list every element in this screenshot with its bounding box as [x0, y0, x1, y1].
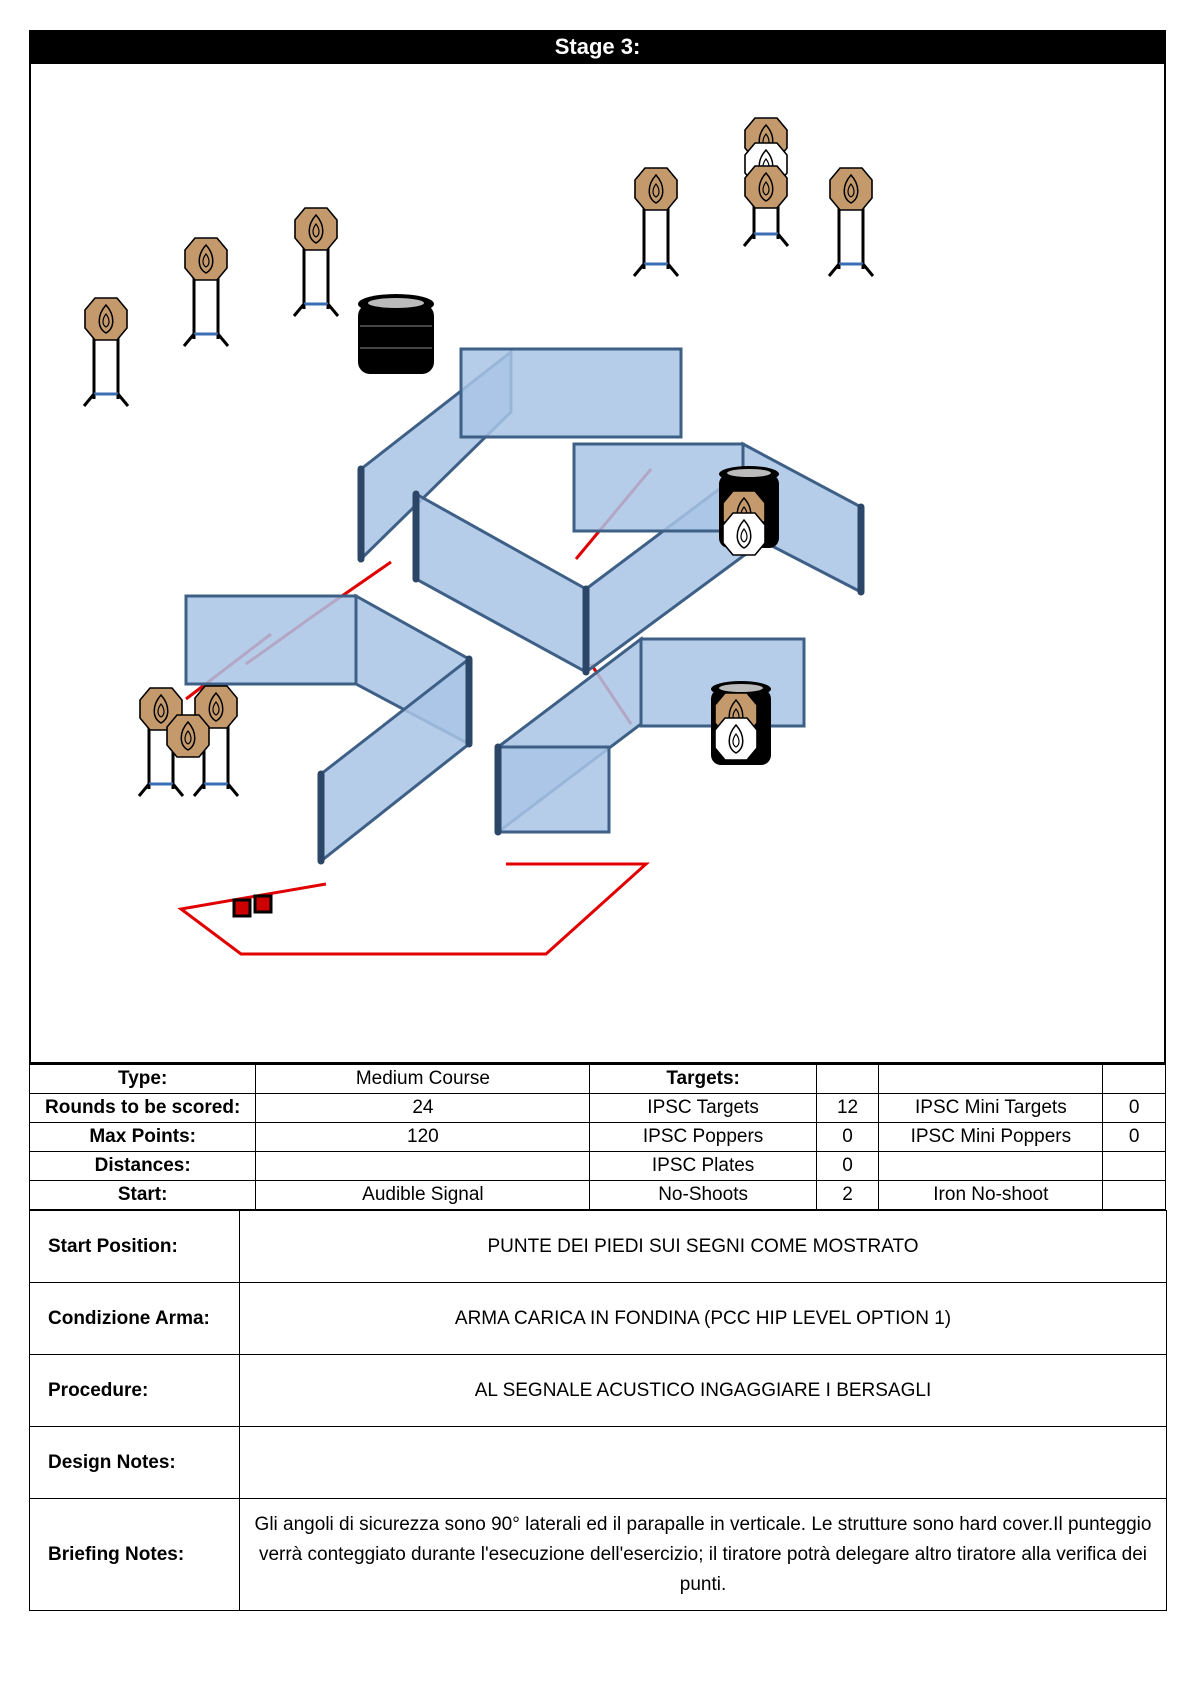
start-label: Start: — [28, 1180, 257, 1210]
condition-value: ARMA CARICA IN FONDINA (PCC HIP LEVEL OP… — [239, 1282, 1167, 1355]
mini-targets-label: IPSC Mini Targets — [878, 1093, 1104, 1123]
iron-noshoot-label: Iron No-shoot — [878, 1180, 1104, 1210]
design-notes-label: Design Notes: — [29, 1426, 240, 1499]
row-max-points: Max Points: 120 IPSC Poppers 0 IPSC Mini… — [28, 1122, 1166, 1152]
wall-edges — [317, 465, 865, 865]
row-start-position: Start Position: PUNTE DEI PIEDI SUI SEGN… — [29, 1210, 1167, 1283]
targets-header: Targets: — [589, 1064, 817, 1094]
row-rounds: Rounds to be scored: 24 IPSC Targets 12 … — [28, 1093, 1166, 1123]
distances-value — [255, 1151, 591, 1181]
no-shoots-label: No-Shoots — [589, 1180, 817, 1210]
row-design-notes: Design Notes: — [29, 1426, 1167, 1499]
walls — [184, 347, 863, 865]
ipsc-targets-count: 12 — [815, 1093, 880, 1123]
design-notes-value — [239, 1426, 1167, 1499]
no-shoots-count: 2 — [815, 1180, 880, 1210]
ipsc-plates-count: 0 — [815, 1151, 880, 1181]
row-briefing-notes: Briefing Notes: Gli angoli di sicurezza … — [29, 1498, 1167, 1611]
ipsc-targets-label: IPSC Targets — [589, 1093, 817, 1123]
rounds-value: 24 — [255, 1093, 591, 1123]
start-foot-marks — [232, 894, 273, 918]
ipsc-poppers-label: IPSC Poppers — [589, 1122, 817, 1152]
target-array-bottom-left — [137, 685, 240, 798]
max-points-label: Max Points: — [28, 1122, 257, 1152]
start-position-label: Start Position: — [29, 1210, 240, 1283]
condition-label: Condizione Arma: — [29, 1282, 240, 1355]
stage-diagram — [29, 64, 1166, 1064]
no-shoot-target-bottom — [714, 717, 758, 761]
mini-poppers-count: 0 — [1102, 1122, 1166, 1152]
max-points-value: 120 — [255, 1122, 591, 1152]
stage-title: Stage 3: — [29, 30, 1166, 64]
rounds-label: Rounds to be scored: — [28, 1093, 257, 1123]
no-shoot-target-middle — [722, 512, 766, 556]
ipsc-plates-label: IPSC Plates — [589, 1151, 817, 1181]
procedure-value: AL SEGNALE ACUSTICO INGAGGIARE I BERSAGL… — [239, 1354, 1167, 1427]
row-distances: Distances: IPSC Plates 0 — [28, 1151, 1166, 1181]
barrel-top-left — [358, 294, 434, 374]
type-value: Medium Course — [255, 1064, 591, 1094]
row-type: Type: Medium Course Targets: — [28, 1064, 1166, 1094]
distances-label: Distances: — [28, 1151, 257, 1181]
mini-targets-count: 0 — [1102, 1093, 1166, 1123]
briefing-notes-label: Briefing Notes: — [29, 1498, 240, 1611]
row-start: Start: Audible Signal No-Shoots 2 Iron N… — [28, 1180, 1166, 1210]
row-condition: Condizione Arma: ARMA CARICA IN FONDINA … — [29, 1282, 1167, 1355]
start-position-value: PUNTE DEI PIEDI SUI SEGNI COME MOSTRATO — [239, 1210, 1167, 1283]
procedure-label: Procedure: — [29, 1354, 240, 1427]
ipsc-poppers-count: 0 — [815, 1122, 880, 1152]
mini-poppers-label: IPSC Mini Poppers — [878, 1122, 1104, 1152]
stage-sheet: Stage 3: — [28, 30, 1167, 1611]
row-procedure: Procedure: AL SEGNALE ACUSTICO INGAGGIAR… — [29, 1354, 1167, 1427]
stats-table: Type: Medium Course Targets: Rounds to b… — [28, 1064, 1166, 1210]
start-value: Audible Signal — [255, 1180, 591, 1210]
iron-noshoot-count — [1102, 1180, 1166, 1210]
details-table: Start Position: PUNTE DEI PIEDI SUI SEGN… — [29, 1210, 1167, 1611]
stage-diagram-svg — [82, 117, 875, 956]
briefing-notes-value: Gli angoli di sicurezza sono 90° lateral… — [239, 1498, 1167, 1611]
target-array-top-left — [82, 207, 340, 408]
type-label: Type: — [28, 1064, 257, 1094]
target-array-top-right — [632, 117, 875, 278]
